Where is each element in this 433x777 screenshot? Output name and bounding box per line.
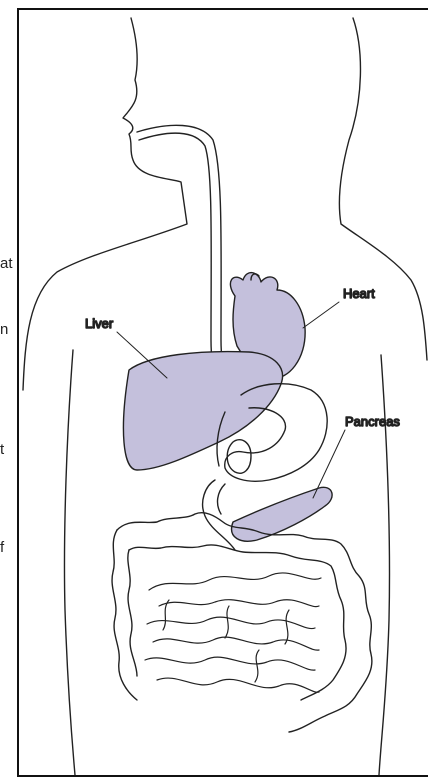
edge-text-fragment: f (0, 539, 4, 556)
pancreas (232, 487, 333, 541)
gallbladder (227, 440, 251, 474)
digestive-system-diagram: Heart Liver Pancreas (19, 10, 428, 775)
duodenum (203, 480, 235, 550)
heart-label: Heart (343, 286, 375, 301)
edge-text-fragment: t (0, 441, 4, 458)
small-intestine (145, 573, 321, 692)
edge-text-fragment: n (0, 321, 8, 338)
pancreas-label: Pancreas (345, 414, 400, 429)
edge-text-fragment: at (0, 255, 13, 272)
liver-label: Liver (85, 316, 114, 331)
anatomy-diagram-frame: Heart Liver Pancreas (17, 8, 428, 777)
